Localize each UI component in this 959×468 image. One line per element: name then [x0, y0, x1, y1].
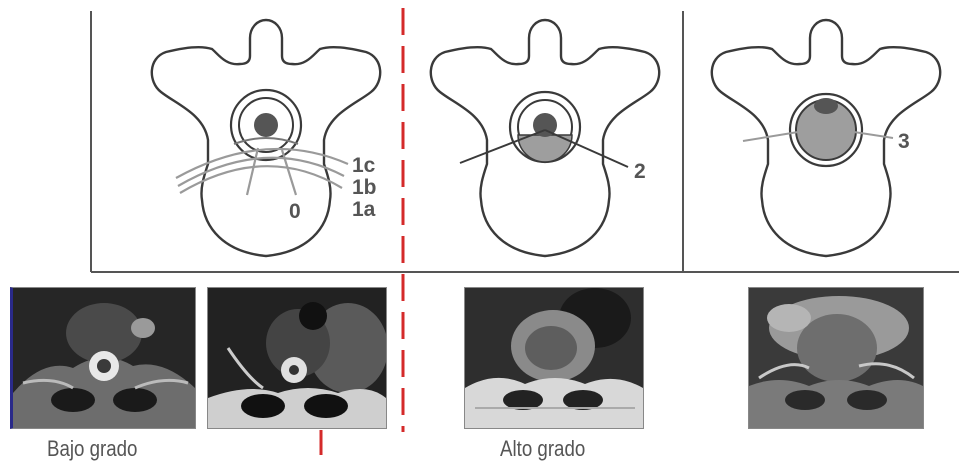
- vertebra-grade-0-1: 0 1c 1b 1a: [152, 20, 380, 256]
- mri-image-high-grade-1: [464, 287, 644, 429]
- mri-image-low-grade-2: [207, 287, 387, 429]
- spinal-cord: [254, 113, 278, 137]
- caption-high-grade: Alto grado: [500, 436, 585, 462]
- spinal-cord: [814, 98, 838, 114]
- caption-low-grade: Bajo grado: [47, 436, 137, 462]
- vertebra-grade-3: 3: [712, 20, 940, 256]
- mri-image-high-grade-2: [748, 287, 924, 429]
- mri-image-low-grade-1: [10, 287, 196, 429]
- label-grade-1a: 1a: [352, 198, 376, 221]
- label-grade-1c: 1c: [352, 154, 376, 177]
- label-grade-2: 2: [634, 160, 646, 183]
- label-grade-1b: 1b: [352, 176, 377, 199]
- label-grade-0: 0: [289, 200, 301, 223]
- label-grade-3: 3: [898, 130, 910, 153]
- vertebra-grade-2: 2: [431, 20, 659, 256]
